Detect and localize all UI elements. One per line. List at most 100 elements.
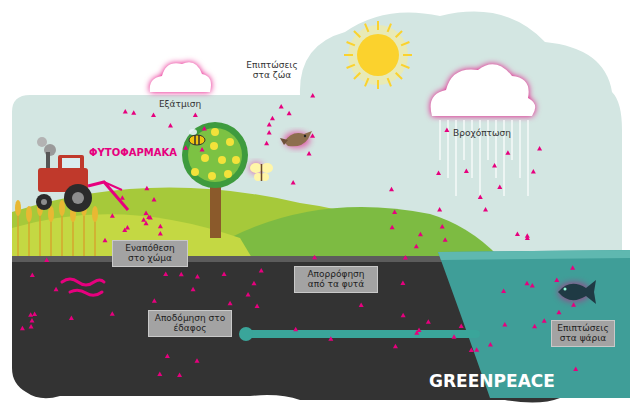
- wheat-ear: [15, 200, 21, 216]
- particle: [293, 327, 298, 332]
- butterfly: [249, 162, 273, 181]
- particle: [501, 288, 506, 293]
- label-box: Απορρόφηση από τα φυτά: [294, 266, 378, 293]
- particle: [144, 211, 149, 216]
- particle: [556, 310, 561, 315]
- sun-ray: [396, 31, 402, 37]
- particle: [525, 236, 530, 241]
- particle: [554, 277, 559, 282]
- sun-ray: [388, 78, 391, 86]
- sun-ray: [401, 65, 409, 68]
- tree: [182, 122, 248, 238]
- particle: [483, 207, 488, 212]
- label-box: Επιπτώσεις στα ψάρια: [551, 320, 615, 347]
- particle: [414, 244, 419, 249]
- particle: [151, 113, 156, 118]
- particle: [270, 116, 275, 121]
- topsoil: [12, 256, 452, 262]
- rain-line: [487, 120, 488, 160]
- particle: [571, 302, 576, 307]
- particle: [141, 217, 146, 222]
- particle: [310, 93, 315, 98]
- pipe: [239, 327, 480, 341]
- particle: [193, 112, 198, 117]
- sun-ray: [347, 65, 355, 68]
- sun-ray: [365, 24, 368, 32]
- particle: [393, 344, 398, 349]
- particle: [202, 126, 207, 131]
- particle: [183, 145, 188, 150]
- particle: [307, 151, 312, 156]
- particle: [259, 268, 264, 273]
- rain-line: [447, 120, 448, 178]
- sun-ray: [377, 21, 379, 30]
- rain-line: [439, 120, 440, 160]
- particle: [255, 303, 260, 308]
- particle: [390, 225, 395, 230]
- particle: [32, 312, 37, 317]
- rain-line: [527, 120, 528, 196]
- particle: [537, 146, 542, 151]
- particle: [267, 122, 272, 127]
- wheat-ear: [59, 200, 65, 216]
- sun-ray: [354, 31, 360, 37]
- particle: [120, 195, 125, 200]
- particle: [478, 195, 483, 200]
- particle: [29, 318, 34, 323]
- box-text: Επιπτώσεις στα ψάρια: [557, 323, 609, 344]
- particle: [195, 358, 200, 363]
- particle: [469, 348, 474, 353]
- wheat-stalk: [50, 218, 52, 258]
- particle: [436, 170, 441, 175]
- rain-line: [519, 120, 520, 178]
- particle: [310, 133, 315, 138]
- wheat-stalk: [72, 218, 74, 258]
- sun-ray: [347, 42, 355, 45]
- particle: [200, 147, 205, 152]
- label-box: Αποδόμηση στο έδαφος: [148, 310, 232, 337]
- sun: [344, 21, 412, 89]
- particle: [392, 209, 397, 214]
- particle: [168, 123, 173, 128]
- particle: [531, 169, 536, 174]
- watermark-logo: GREENPEACE: [429, 372, 555, 392]
- particle: [110, 213, 115, 218]
- box-text: Εναπόθεση στο χώμα: [118, 243, 182, 264]
- particle: [251, 281, 256, 286]
- sun-ray: [344, 54, 353, 56]
- particle: [20, 326, 25, 331]
- wheat-stalk: [94, 218, 96, 258]
- apple: [201, 154, 209, 162]
- particle: [29, 324, 34, 329]
- apple: [210, 142, 218, 150]
- particle: [30, 272, 35, 277]
- particle: [525, 281, 530, 286]
- particle: [125, 225, 130, 230]
- wheat-stalk: [28, 218, 30, 258]
- particle: [191, 287, 196, 292]
- particle: [502, 322, 507, 327]
- box-text: Απορρόφηση από τα φυτά: [300, 269, 372, 290]
- sun-ray: [388, 24, 391, 32]
- rain-line: [463, 120, 464, 160]
- particle: [279, 104, 284, 109]
- particle: [28, 312, 33, 317]
- particle: [291, 180, 296, 185]
- particle: [287, 111, 292, 116]
- wheat-stalk: [39, 212, 41, 258]
- annotation-label: Βροχόπτωση: [453, 128, 511, 138]
- particle: [418, 232, 423, 237]
- wheat-ear: [92, 206, 98, 222]
- particle: [542, 318, 547, 323]
- sun-ray: [354, 73, 360, 79]
- apple: [224, 170, 232, 178]
- particle: [222, 272, 227, 277]
- particle: [264, 141, 269, 146]
- particle: [328, 336, 333, 341]
- particle: [400, 280, 405, 285]
- sun-ray: [365, 78, 368, 86]
- label-box: Εναπόθεση στο χώμα: [112, 240, 188, 267]
- particle: [163, 271, 168, 276]
